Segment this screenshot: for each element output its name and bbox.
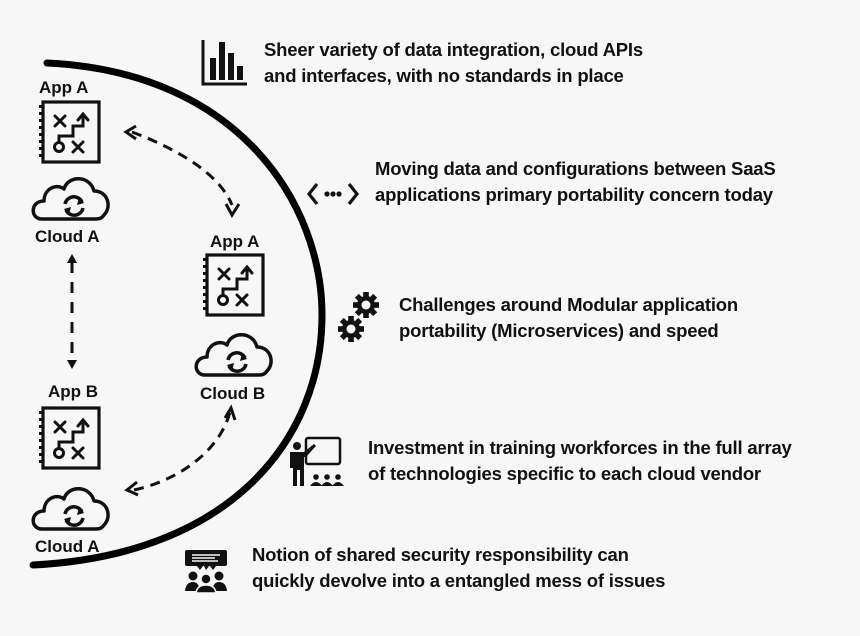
arrowhead-down-center <box>224 203 241 218</box>
app-a-top-label: App A <box>39 78 89 97</box>
arrow-cloud-a-to-cloud-b <box>133 411 232 492</box>
app-a-center-label: App A <box>210 232 260 251</box>
cloud-a-bottom-icon <box>31 486 110 531</box>
challenge-microservices: Challenges around Modular application po… <box>399 292 738 344</box>
challenge-line: Challenges around Modular application <box>399 294 738 315</box>
arrowhead-up-vertical <box>67 254 77 263</box>
code-dots-icon <box>306 183 360 205</box>
challenge-line: and interfaces, with no standards in pla… <box>264 65 624 86</box>
cloud-a-bottom-label: Cloud A <box>35 537 100 556</box>
challenge-line: Sheer variety of data integration, cloud… <box>264 39 643 60</box>
cloud-b-icon <box>194 332 273 377</box>
challenge-data-integration: Sheer variety of data integration, cloud… <box>264 37 643 89</box>
app-b-icon <box>37 406 101 470</box>
bar-chart-icon <box>201 40 247 86</box>
challenge-line: applications primary portability concern… <box>375 184 773 205</box>
gears-icon <box>338 292 379 342</box>
challenge-line: of technologies specific to each cloud v… <box>368 463 761 484</box>
challenge-line: portability (Microservices) and speed <box>399 320 719 341</box>
app-a-center-icon <box>201 253 265 317</box>
challenge-saas-portability: Moving data and configurations between S… <box>375 156 776 208</box>
challenge-line: Notion of shared security responsibility… <box>252 544 629 565</box>
cloud-a-top-label: Cloud A <box>35 227 100 246</box>
challenge-line: quickly devolve into a entangled mess of… <box>252 570 666 591</box>
challenge-line: Investment in training workforces in the… <box>368 437 792 458</box>
arrowhead-left-bottom <box>124 480 139 497</box>
challenge-line: Moving data and configurations between S… <box>375 158 776 179</box>
boundary-arc <box>29 59 326 569</box>
challenge-training: Investment in training workforces in the… <box>368 435 792 487</box>
arrowhead-down-vertical <box>67 360 77 369</box>
group-discussion-icon <box>185 550 227 594</box>
cloud-b-label: Cloud B <box>200 384 266 403</box>
app-b-label: App B <box>48 382 99 401</box>
arrowhead-left-top <box>123 124 137 141</box>
challenge-shared-security: Notion of shared security responsibility… <box>252 542 665 594</box>
arrowhead-up-cloud-b <box>223 404 237 421</box>
arrow-app-a-to-center <box>131 130 234 206</box>
training-presenter-icon <box>290 436 344 486</box>
cloud-a-top-icon <box>31 176 110 221</box>
app-a-top-icon <box>37 100 101 164</box>
